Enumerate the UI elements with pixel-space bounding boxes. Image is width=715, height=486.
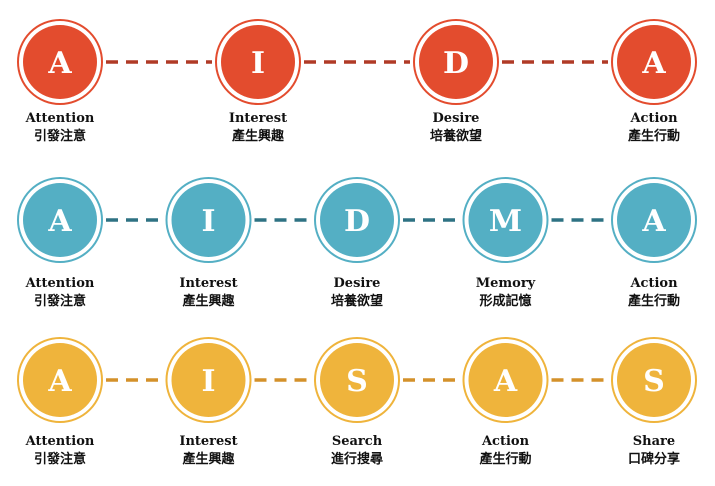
stage-label-en: Action [629, 276, 678, 291]
stage-node-action: A Action 產生行動 [611, 177, 697, 309]
stage-label-en: Attention [25, 111, 95, 126]
stage-letter: D [443, 46, 469, 81]
stage-label-en: Desire [334, 276, 381, 291]
stage-label-zh: 形成記憶 [479, 293, 531, 309]
stage-label-zh: 產生行動 [627, 128, 680, 144]
stage-circle [221, 25, 295, 99]
stage-letter: I [201, 364, 215, 399]
stage-node-attention: A Attention 引發注意 [17, 19, 103, 144]
stage-label-zh: 產生行動 [478, 451, 531, 467]
stage-letter: M [489, 204, 522, 239]
stage-letter: A [641, 204, 666, 239]
model-row-aisas: AAttention引發注意IInterest產生興趣SSearch進行搜尋AA… [17, 337, 697, 467]
stage-letter: S [346, 364, 368, 399]
stage-label-en: Interest [229, 111, 287, 126]
stage-node-attention: A Attention 引發注意 [17, 177, 103, 309]
stage-circle [23, 25, 97, 99]
stage-label-en: Attention [25, 276, 95, 291]
stage-letter: I [201, 204, 215, 239]
stage-label-zh: 引發注意 [34, 451, 86, 467]
stage-circle [171, 183, 246, 257]
stage-circle [320, 343, 394, 417]
stage-label-en: Action [629, 111, 678, 126]
stage-label-zh: 培養欲望 [331, 293, 383, 309]
stage-label-en: Search [332, 434, 383, 449]
stage-circle [23, 183, 97, 257]
stage-circle [171, 343, 246, 417]
stage-circle [468, 183, 543, 257]
stage-node-memory: M Memory 形成記憶 [462, 177, 549, 309]
stage-label-en: Interest [179, 276, 237, 291]
stage-letter: A [47, 46, 72, 81]
stage-label-zh: 引發注意 [34, 128, 86, 144]
model-row-aida: AAttention引發注意IInterest產生興趣DDesire培養欲望AA… [17, 19, 697, 144]
stage-letter: A [641, 46, 666, 81]
stage-circle [617, 183, 691, 257]
stage-node-desire: D Desire 培養欲望 [314, 177, 400, 309]
stage-label-en: Desire [433, 111, 480, 126]
stage-letter: I [251, 46, 265, 81]
stage-circle [468, 343, 543, 417]
stage-circle [419, 25, 493, 99]
stage-label-zh: 進行搜尋 [331, 451, 383, 467]
stage-letter: A [493, 364, 518, 399]
stage-label-en: Memory [476, 276, 536, 291]
stage-node-attention: A Attention 引發注意 [17, 337, 103, 467]
stage-circle [23, 343, 97, 417]
stage-letter: S [643, 364, 665, 399]
stage-label-zh: 引發注意 [34, 293, 86, 309]
stage-label-en: Interest [179, 434, 237, 449]
stage-label-zh: 產生興趣 [181, 451, 235, 467]
stage-node-interest: I Interest 產生興趣 [215, 19, 301, 144]
stage-label-zh: 培養欲望 [430, 128, 482, 144]
stage-node-interest: I Interest 產生興趣 [165, 337, 252, 467]
stage-node-search: S Search 進行搜尋 [314, 337, 400, 467]
stage-circle [617, 25, 691, 99]
stage-circle [320, 183, 394, 257]
stage-node-desire: D Desire 培養欲望 [413, 19, 499, 144]
stage-circle [617, 343, 691, 417]
stage-node-interest: I Interest 產生興趣 [165, 177, 252, 309]
stage-label-zh: 口碑分享 [628, 451, 680, 467]
model-row-aidma: AAttention引發注意IInterest產生興趣DDesire培養欲望MM… [17, 177, 697, 309]
stage-letter: D [344, 204, 370, 239]
stage-label-en: Attention [25, 434, 95, 449]
stage-label-zh: 產生興趣 [231, 128, 285, 144]
stage-label-en: Share [633, 434, 675, 449]
stage-letter: A [47, 204, 72, 239]
stage-label-zh: 產生興趣 [181, 293, 235, 309]
stage-label-zh: 產生行動 [627, 293, 680, 309]
stage-node-action: A Action 產生行動 [611, 19, 697, 144]
stage-node-share: S Share 口碑分享 [611, 337, 697, 467]
stage-letter: A [47, 364, 72, 399]
stage-label-en: Action [481, 434, 530, 449]
stage-node-action: A Action 產生行動 [462, 337, 549, 467]
